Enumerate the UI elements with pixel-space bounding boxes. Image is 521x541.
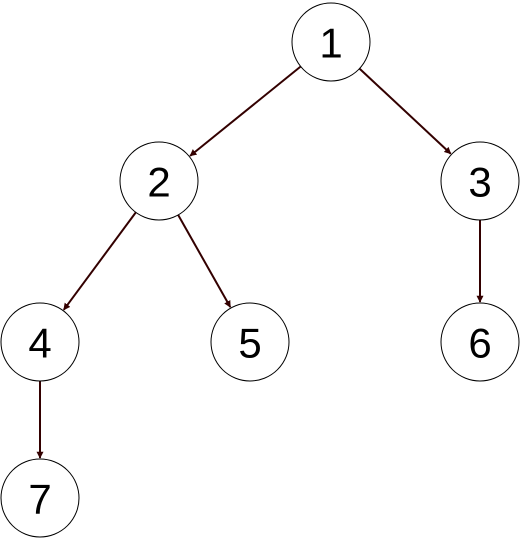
node-5: 5 — [210, 302, 290, 382]
node-circle — [210, 302, 290, 382]
node-circle — [0, 302, 80, 382]
node-4: 4 — [0, 302, 80, 382]
node-1: 1 — [291, 2, 371, 82]
node-2: 2 — [119, 141, 199, 221]
node-label: 4 — [28, 320, 51, 367]
edge-1-to-3 — [358, 67, 452, 155]
node-label: 5 — [238, 320, 261, 367]
node-label: 7 — [28, 476, 51, 523]
node-label: 2 — [147, 159, 170, 206]
node-3: 3 — [440, 141, 520, 221]
edges-layer — [36, 65, 484, 459]
node-label: 6 — [468, 320, 491, 367]
edge-2-to-5 — [177, 214, 232, 308]
node-label: 1 — [319, 20, 342, 67]
node-7: 7 — [0, 458, 80, 538]
node-circle — [440, 141, 520, 221]
node-circle — [291, 2, 371, 82]
node-circle — [0, 458, 80, 538]
node-6: 6 — [440, 302, 520, 382]
node-circle — [119, 141, 199, 221]
node-label: 3 — [468, 159, 491, 206]
edge-1-to-2 — [189, 65, 302, 157]
node-circle — [440, 302, 520, 382]
edge-2-to-4 — [62, 211, 137, 311]
